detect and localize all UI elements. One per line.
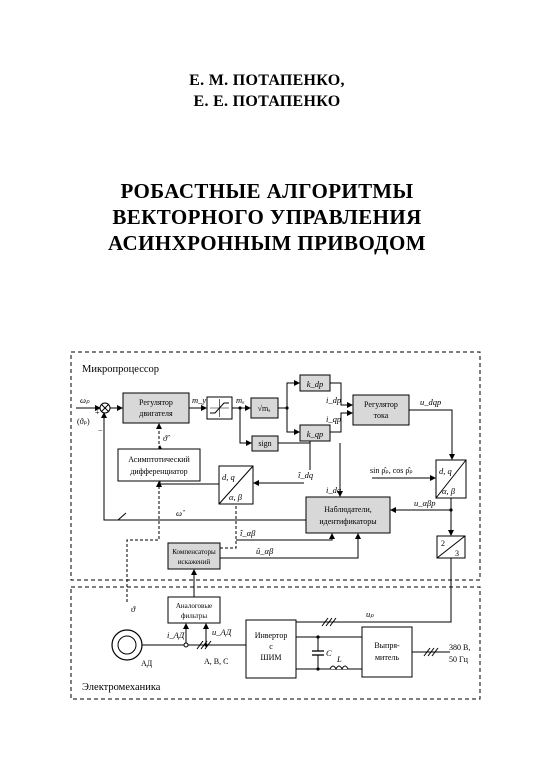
motor-regulator-line-2: двигателя (139, 409, 173, 418)
book-title: РОБАСТНЫЕ АЛГОРИТМЫ ВЕКТОРНОГО УПРАВЛЕНИ… (0, 178, 534, 256)
omega-p-label: ωₚ (80, 395, 90, 405)
m-y-label: m_y (192, 395, 206, 405)
authors-block: Е. М. ПОТАПЕНКО, Е. Е. ПОТАПЕНКО (0, 70, 534, 112)
theta-hat-label: ϑ̂ (163, 433, 171, 443)
minus-sign: − (98, 426, 103, 435)
u-ab-hat-label: û_αβ (256, 546, 274, 556)
sincos-label: sin ρ̂ₚ, cos ρ̂ₚ (370, 466, 413, 475)
k-qp-label: k_qp (307, 429, 324, 439)
inverter-block (245, 619, 297, 679)
asymptotic-diff-line-2: дифференциатор (130, 467, 187, 476)
inverter-line-2: с (269, 642, 273, 651)
analog-filters-line-2: фильтры (181, 612, 207, 620)
i-dp-label: i_dp (326, 395, 341, 405)
capacitor-label: C (326, 648, 332, 658)
observers-line-1: Наблюдатели, (324, 505, 372, 514)
rectifier-line-2: митель (375, 653, 399, 662)
u-ad-label: u_АД (212, 627, 232, 637)
theta-p-label: (ϑₚ) (77, 417, 90, 426)
motor-regulator-line-1: Регулятор (139, 398, 173, 407)
compensators-line-2: искажений (178, 558, 211, 566)
current-regulator-line-1: Регулятор (364, 400, 398, 409)
k-dp-label: k_dp (307, 379, 324, 389)
analog-filters-block (167, 596, 221, 624)
author-2: Е. Е. ПОТАПЕНКО (193, 93, 341, 110)
u-ab-p-label: u_αβp (414, 498, 435, 508)
m-a-label: mₐ (236, 395, 245, 405)
ab-right-label: α, β (442, 486, 456, 496)
ab-left-label: α, β (229, 492, 243, 502)
asymptotic-diff-line-1: Асимптотический (128, 455, 190, 464)
rectifier-line-1: Выпря- (374, 641, 400, 650)
ratio-3: 3 (455, 549, 459, 558)
inverter-line-1: Инвертор (255, 631, 288, 640)
title-line-2: ВЕКТОРНОГО УПРАВЛЕНИЯ (112, 205, 422, 229)
zone-label-microprocessor: Микропроцессор (82, 364, 159, 375)
zone-label-electromechanics: Электромеханика (82, 682, 161, 693)
k-qp-block (299, 424, 331, 442)
mains-line-1: 380 В, (449, 643, 470, 652)
i-dq-hat-label: î_dq (298, 470, 314, 480)
i-ab-hat-label: î_αβ (240, 528, 256, 538)
i-qp-label: i_qp (326, 414, 341, 424)
omega-hat-label: ω̂ (176, 508, 186, 518)
observers-line-2: идентификаторы (319, 517, 377, 526)
asymptotic-diff-block (117, 448, 201, 482)
plus-sign: + (95, 408, 100, 417)
analog-filters-line-1: Аналоговые (176, 602, 212, 610)
microprocessor-zone (70, 351, 481, 581)
title-line-1: РОБАСТНЫЕ АЛГОРИТМЫ (120, 179, 414, 203)
observers-block (305, 496, 391, 534)
title-line-3: АСИНХРОННЫМ ПРИВОДОМ (108, 231, 426, 255)
mains-line-2: 50 Гц (449, 655, 469, 664)
current-regulator-line-2: тока (374, 411, 389, 420)
compensators-line-1: Компенсаторы (172, 548, 216, 556)
author-1: Е. М. ПОТАПЕНКО, (189, 72, 345, 89)
electromechanics-zone (70, 586, 481, 700)
inductor-label: L (336, 654, 342, 664)
compensators-block (167, 542, 221, 570)
motor-label: АД (141, 659, 153, 668)
current-regulator-block (352, 394, 410, 426)
dq-left-label: d, q (222, 472, 236, 482)
i-dq-label: i_dq (326, 485, 342, 495)
theta-label: ϑ (131, 604, 136, 614)
sign-label: sign (258, 439, 271, 448)
inverter-line-3: ШИМ (261, 653, 282, 662)
rectifier-block (361, 626, 413, 678)
ratio-2: 2 (441, 539, 445, 548)
abc-label: А, В, С (204, 657, 228, 666)
i-ad-label: i_АД (167, 630, 185, 640)
sqrt-label: √mₐ (258, 404, 272, 413)
u-p-label: uₚ (366, 609, 374, 619)
u-dqp-label: u_dqp (420, 397, 441, 407)
dq-right-label: d, q (439, 466, 453, 476)
